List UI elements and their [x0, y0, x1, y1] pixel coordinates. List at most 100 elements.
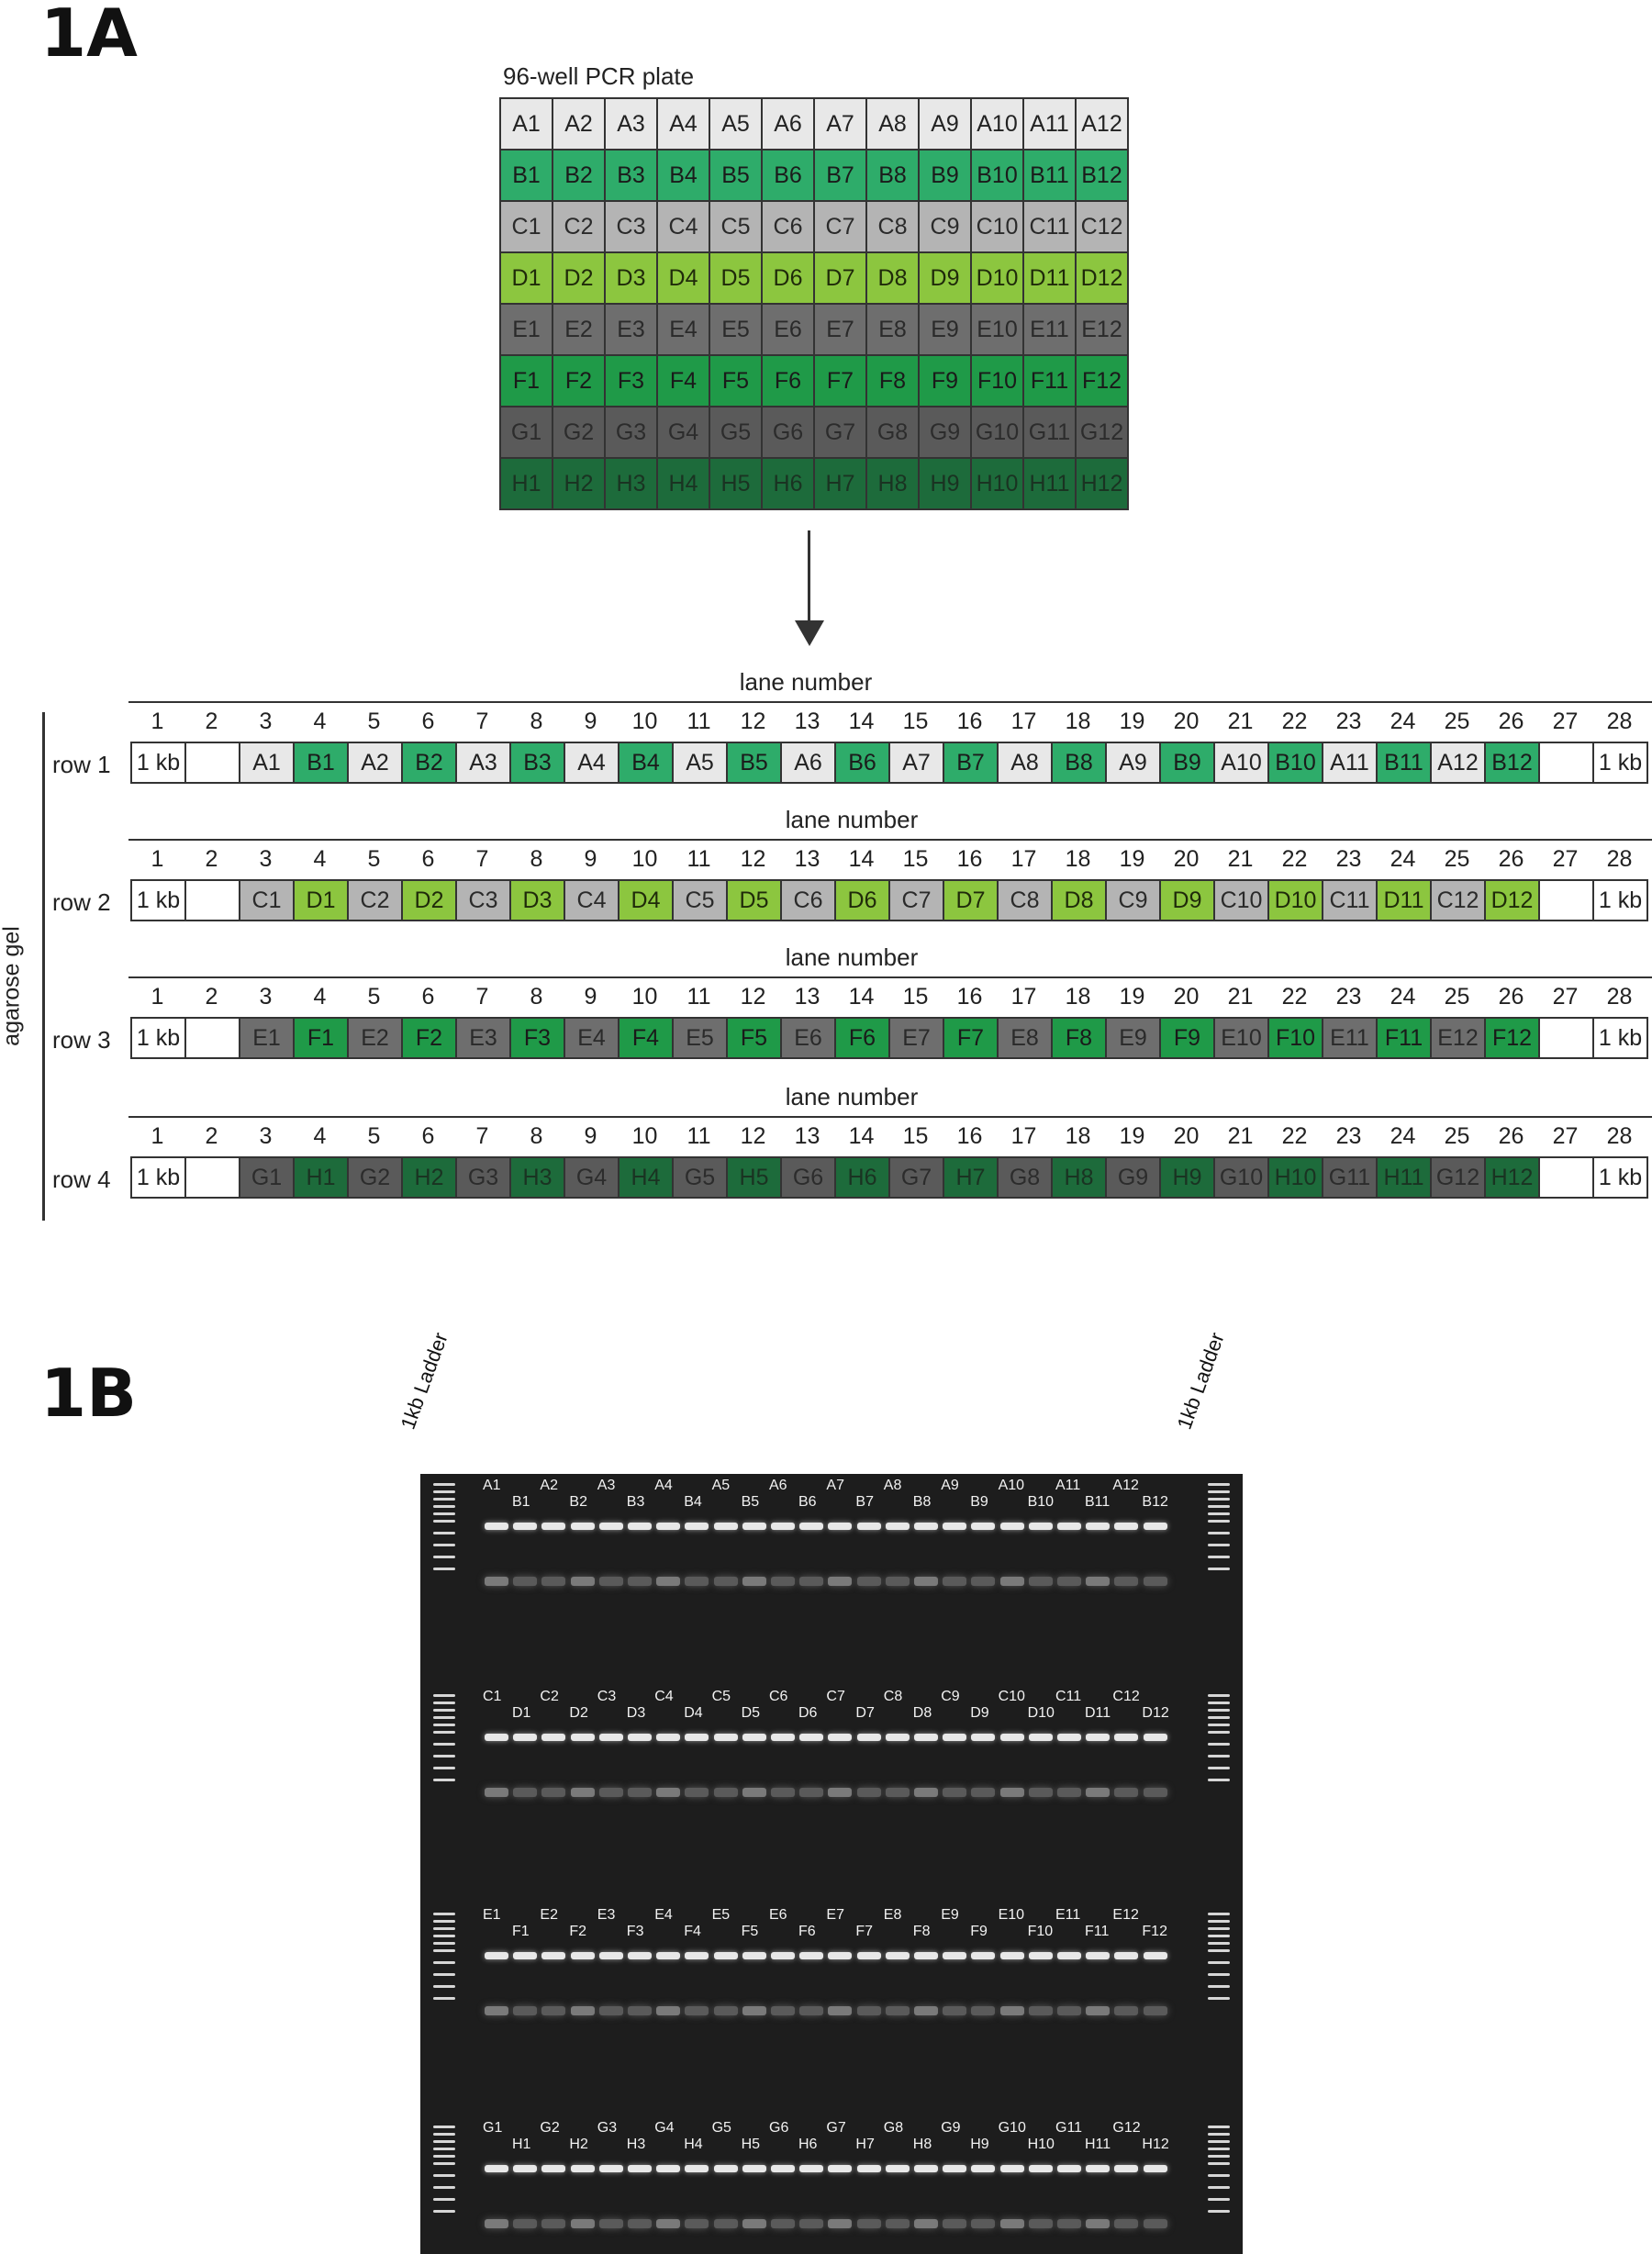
- ladder-lane: 1 kb: [1594, 743, 1646, 782]
- lane-number: 16: [956, 846, 983, 872]
- gel-well-label: G7: [826, 2120, 846, 2136]
- lane-number: 7: [475, 846, 489, 872]
- sample-lane: F8: [1053, 1019, 1107, 1057]
- sample-lane: H2: [403, 1158, 457, 1197]
- lane-number: 21: [1227, 984, 1254, 1010]
- ladder-band: [1208, 1694, 1230, 1697]
- ladder-band: [1208, 1520, 1230, 1523]
- lane-number: 20: [1173, 984, 1200, 1010]
- gel-band-lower: [656, 2219, 681, 2228]
- gel-band-lower: [713, 1788, 738, 1797]
- ladder-band: [433, 1709, 455, 1712]
- gel-band-upper: [541, 1952, 566, 1959]
- sample-lane: F4: [620, 1019, 674, 1057]
- well-H4: H4: [656, 457, 710, 510]
- empty-lane: [186, 743, 240, 782]
- sample-lane: D1: [295, 881, 349, 920]
- gel-well-label: A1: [483, 1478, 501, 1493]
- lane-number: 23: [1335, 984, 1362, 1010]
- gel-band-upper: [598, 1734, 623, 1741]
- gel-well-label: C7: [826, 1689, 845, 1704]
- gel-band-upper: [856, 1523, 881, 1530]
- ladder-band: [433, 1716, 455, 1719]
- gel-band-lower: [914, 1788, 938, 1797]
- gel-band-upper: [1114, 2165, 1139, 2172]
- gel-band-upper: [485, 1523, 508, 1530]
- gel-row-label: row 4: [52, 1166, 111, 1193]
- lane-number: 4: [313, 1123, 327, 1149]
- gel-band-upper: [828, 2165, 853, 2172]
- well-G4: G4: [656, 406, 710, 459]
- arrow-down-icon: [795, 620, 824, 646]
- well-C8: C8: [865, 200, 920, 253]
- lane-number: 19: [1119, 984, 1145, 1010]
- well-A7: A7: [813, 97, 867, 151]
- sample-lane: E10: [1215, 1019, 1269, 1057]
- gel-well-label: C11: [1055, 1689, 1082, 1704]
- ladder-band: [433, 1997, 455, 2000]
- well-H5: H5: [709, 457, 763, 510]
- gel-band-upper: [971, 1734, 996, 1741]
- ladder-band: [433, 2186, 455, 2189]
- sample-lane: E2: [349, 1019, 403, 1057]
- sample-lane: F12: [1486, 1019, 1540, 1057]
- sample-lane: A1: [240, 743, 295, 782]
- gel-band-lower: [1028, 2219, 1053, 2228]
- well-D10: D10: [970, 251, 1024, 305]
- lane-number: 13: [794, 984, 820, 1010]
- ladder-lane: 1 kb: [1594, 1019, 1646, 1057]
- gel-band-upper: [485, 1952, 508, 1959]
- gel-band-upper: [1057, 2165, 1081, 2172]
- ladder-lane: 1 kb: [132, 1158, 186, 1197]
- lane-number-title: lane number: [739, 668, 873, 696]
- sample-lane: H4: [620, 1158, 674, 1197]
- gel-band-lower: [1143, 1788, 1167, 1797]
- gel-band-lower: [856, 1577, 881, 1586]
- empty-lane: [186, 1158, 240, 1197]
- lane-number: 4: [313, 984, 327, 1010]
- gel-band-upper: [799, 1523, 824, 1530]
- gel-well-label: G2: [540, 2120, 560, 2136]
- lane-number: 16: [956, 984, 983, 1010]
- lane-number: 3: [259, 1123, 273, 1149]
- well-A12: A12: [1075, 97, 1129, 151]
- ladder-band: [433, 2155, 455, 2158]
- gel-band-upper: [513, 1952, 538, 1959]
- gel-band-lower: [598, 2219, 623, 2228]
- gel-band-lower: [999, 1577, 1024, 1586]
- gel-band-upper: [713, 1523, 738, 1530]
- sample-lane: C6: [782, 881, 836, 920]
- well-E12: E12: [1075, 303, 1129, 356]
- empty-lane: [1540, 1019, 1594, 1057]
- well-B1: B1: [499, 149, 553, 202]
- lane-number: 5: [367, 846, 381, 872]
- gel-band-upper: [999, 1523, 1024, 1530]
- gel-row-label: row 3: [52, 1026, 111, 1054]
- gel-band-upper: [943, 2165, 967, 2172]
- ladder-band: [1208, 1702, 1230, 1704]
- gel-band-upper: [1086, 1952, 1111, 1959]
- sample-lane: H12: [1486, 1158, 1540, 1197]
- gel-well-label: C12: [1112, 1689, 1140, 1704]
- gel-well-label: H9: [970, 2137, 989, 2152]
- ladder-band: [1208, 1544, 1230, 1546]
- gel-band-lower: [971, 1788, 996, 1797]
- gel-band-lower: [943, 2006, 967, 2015]
- ladder-band: [433, 1498, 455, 1501]
- gel-band-upper: [742, 1734, 766, 1741]
- lane-number: 1: [151, 709, 164, 734]
- sample-lane: A11: [1323, 743, 1378, 782]
- well-H3: H3: [604, 457, 658, 510]
- gel-band-upper: [541, 1734, 566, 1741]
- gel-well-label: E10: [998, 1907, 1025, 1923]
- ladder-band: [1208, 1743, 1230, 1746]
- sample-lane: G7: [890, 1158, 944, 1197]
- gel-well-label: A4: [654, 1478, 673, 1493]
- gel-band-lower: [971, 2006, 996, 2015]
- lane-number: 4: [313, 846, 327, 872]
- gel-band-upper: [799, 2165, 824, 2172]
- well-C4: C4: [656, 200, 710, 253]
- ladder-band: [1208, 1532, 1230, 1534]
